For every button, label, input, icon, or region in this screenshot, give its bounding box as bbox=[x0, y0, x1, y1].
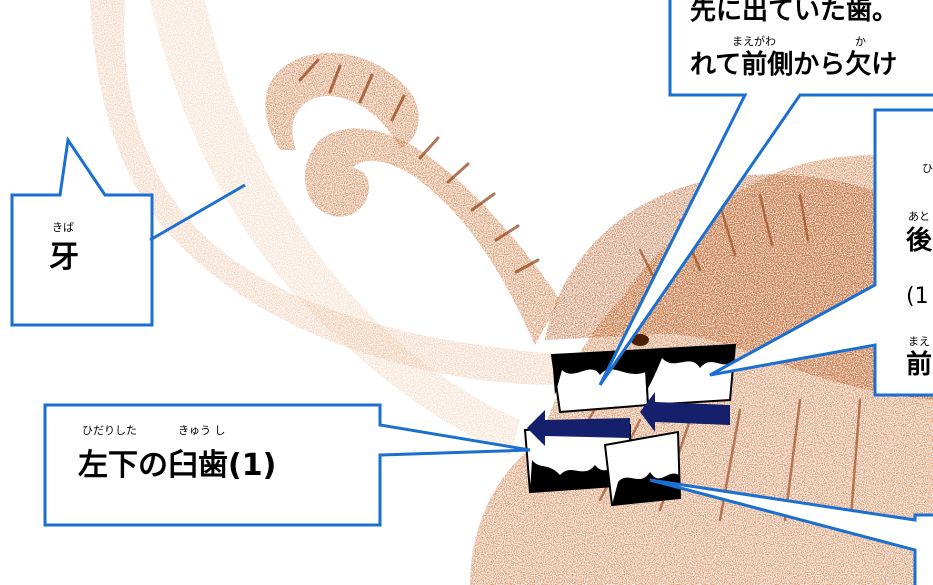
lower-right-molar bbox=[605, 432, 680, 505]
upper-left-molar bbox=[552, 350, 648, 412]
right-panel-mae: 前 bbox=[906, 344, 932, 381]
right-panel-ato: 後 bbox=[906, 220, 932, 257]
lower-left-molar-label: 左下の臼歯(1) bbox=[78, 440, 276, 484]
top-right-line1: 先に出ていた歯。 bbox=[690, 0, 898, 27]
top-right-line2: れて前側から欠け bbox=[690, 44, 897, 81]
lower-left-ruby-left: ひだりした bbox=[82, 422, 137, 438]
tusk-label: 牙 bbox=[49, 232, 79, 276]
right-panel-ruby-hi: ひ bbox=[922, 160, 933, 176]
lower-left-ruby-molar: きゅう し bbox=[178, 422, 226, 438]
right-panel-paren: (1 bbox=[906, 284, 929, 309]
upper-right-molar bbox=[645, 345, 735, 405]
